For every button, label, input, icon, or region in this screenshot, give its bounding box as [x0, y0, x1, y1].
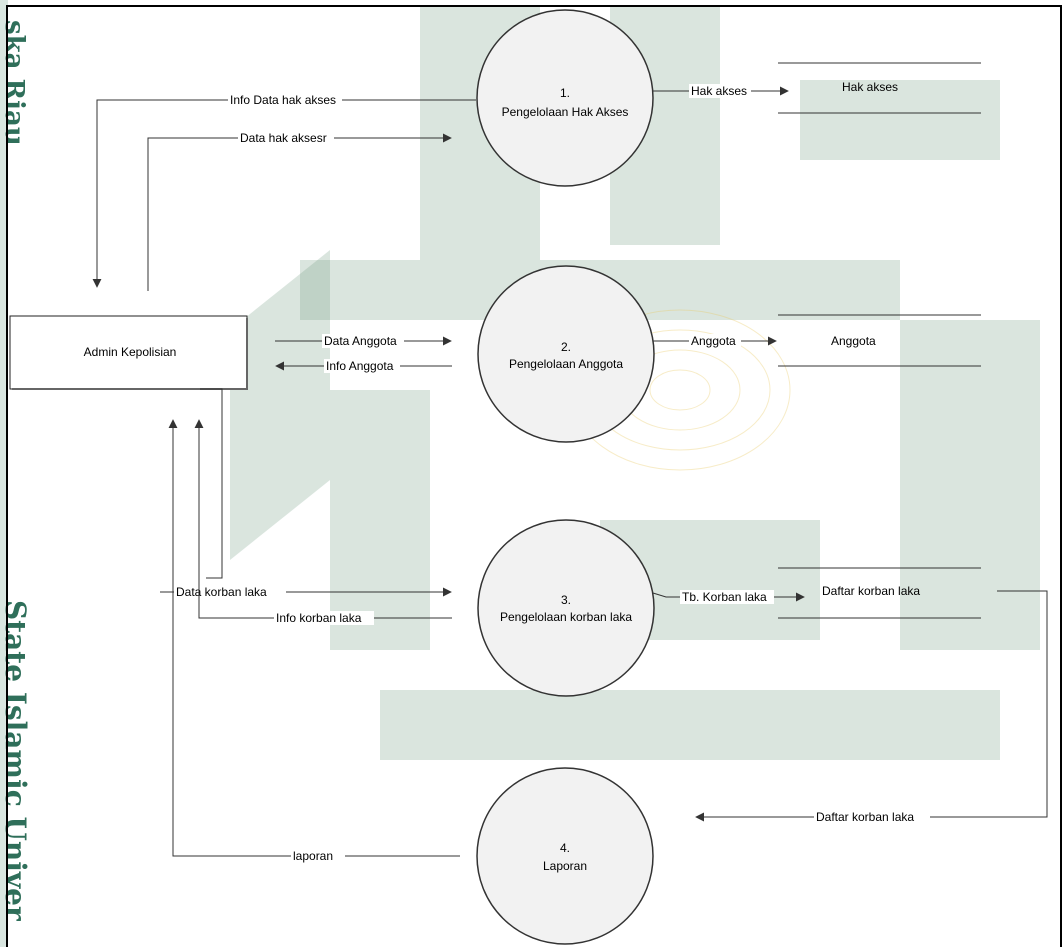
side-text-bottom: State Islamic Univer [0, 600, 32, 922]
flow-hak-akses: Hak akses [653, 84, 789, 98]
datastore-label: Anggota [831, 334, 876, 348]
flow-info-korban-laka: Info korban laka [194, 419, 452, 625]
svg-text:ska Riau: ska Riau [0, 20, 29, 146]
flow-label: Daftar korban laka [816, 810, 914, 824]
flow-anggota: Anggota [653, 334, 777, 348]
process-number: 4. [560, 841, 570, 855]
process-2: 2. Pengelolaan Anggota [477, 265, 655, 443]
process-number: 1. [560, 86, 570, 100]
process-name: Pengelolaan korban laka [500, 610, 632, 624]
flow-label: Tb. Korban laka [682, 590, 767, 604]
entity-admin-kepolisian: Admin Kepolisian [9, 315, 248, 390]
process-name: Pengelolaan Hak Akses [502, 105, 629, 119]
process-name: Laporan [543, 859, 587, 873]
process-number: 3. [561, 593, 571, 607]
watermark-logo [230, 5, 1040, 760]
flow-data-hak-aksesr: Data hak aksesr [147, 131, 452, 291]
process-3: 3. Pengelolaan korban laka [477, 519, 655, 697]
flow-label: Anggota [691, 334, 736, 348]
flow-data-anggota: Data Anggota [275, 334, 452, 348]
datastore-hak-akses: Hak akses [778, 62, 981, 114]
flow-label: laporan [293, 849, 333, 863]
flow-label: Hak akses [691, 84, 747, 98]
entity-label: Admin Kepolisian [84, 345, 177, 359]
flow-label: Info korban laka [276, 611, 362, 625]
flow-label: Data Anggota [324, 334, 397, 348]
flow-label: Data korban laka [176, 585, 267, 599]
flow-laporan: laporan [168, 419, 460, 863]
datastore-label: Hak akses [842, 80, 898, 94]
process-1: 1. Pengelolaan Hak Akses [476, 9, 654, 187]
side-text-top: ska Riau [0, 20, 29, 146]
flow-info-anggota: Info Anggota [275, 359, 452, 373]
flow-tb-korban-laka: Tb. Korban laka [652, 590, 805, 604]
datastore-daftar-korban-laka: Daftar korban laka [778, 567, 981, 619]
flow-label: Info Anggota [326, 359, 394, 373]
datastore-anggota: Anggota [778, 314, 981, 367]
flow-info-data-hak-akses: Info Data hak akses [92, 93, 476, 288]
flow-label: Info Data hak akses [230, 93, 336, 107]
datastore-label: Daftar korban laka [822, 584, 920, 598]
diagram-frame [6, 5, 1062, 947]
left-band [0, 0, 8, 947]
process-number: 2. [561, 340, 571, 354]
flow-label: Data hak aksesr [240, 131, 327, 145]
flow-daftar-korban-laka: Daftar korban laka [695, 590, 1048, 824]
process-4: 4. Laporan [476, 767, 654, 945]
process-name: Pengelolaan Anggota [509, 357, 623, 371]
svg-text:State Islamic Univer: State Islamic Univer [0, 600, 32, 922]
